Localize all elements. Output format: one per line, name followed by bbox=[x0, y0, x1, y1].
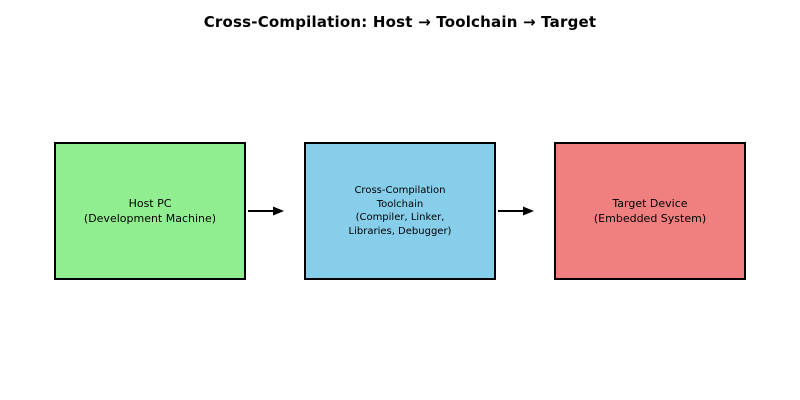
target-box-line-1: Target Device bbox=[612, 197, 688, 210]
target-box-label: Target Device (Embedded System) bbox=[594, 196, 706, 226]
toolchain-box-label: Cross-Compilation Toolchain (Compiler, L… bbox=[349, 184, 452, 238]
toolchain-box-line-3: (Compiler, Linker, bbox=[355, 212, 445, 223]
diagram-title: Cross-Compilation: Host → Toolchain → Ta… bbox=[203, 13, 597, 31]
toolchain-box: Cross-Compilation Toolchain (Compiler, L… bbox=[304, 142, 496, 280]
host-box-line-2: (Development Machine) bbox=[83, 212, 217, 225]
arrow-toolchain-to-target-icon bbox=[498, 206, 534, 216]
toolchain-box-line-1: Cross-Compilation bbox=[354, 185, 446, 196]
host-box-label: Host PC (Development Machine) bbox=[84, 196, 216, 226]
toolchain-box-line-4: Libraries, Debugger) bbox=[348, 225, 452, 237]
host-box-line-1: Host PC bbox=[128, 197, 172, 210]
toolchain-box-line-2: Toolchain bbox=[376, 198, 424, 210]
arrow-host-to-toolchain-icon bbox=[248, 206, 284, 216]
target-box-line-2: (Embedded System) bbox=[593, 212, 707, 225]
target-box: Target Device (Embedded System) bbox=[554, 142, 746, 280]
host-box: Host PC (Development Machine) bbox=[54, 142, 246, 280]
